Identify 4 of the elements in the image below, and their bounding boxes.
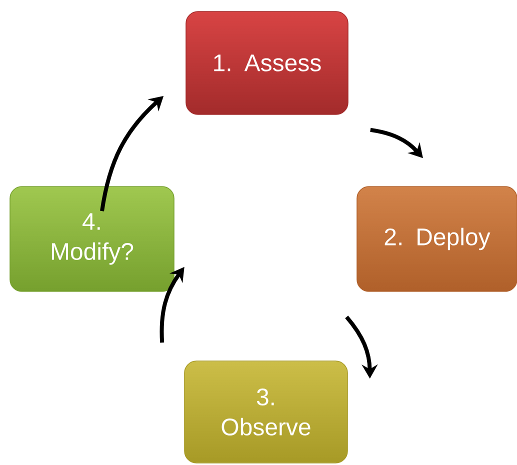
process-box: 2. Deploy <box>356 186 517 292</box>
process-box: 4. Modify? <box>10 186 174 292</box>
process-box: 1. Assess <box>186 11 348 115</box>
process-box: 3. Observe <box>184 360 348 464</box>
